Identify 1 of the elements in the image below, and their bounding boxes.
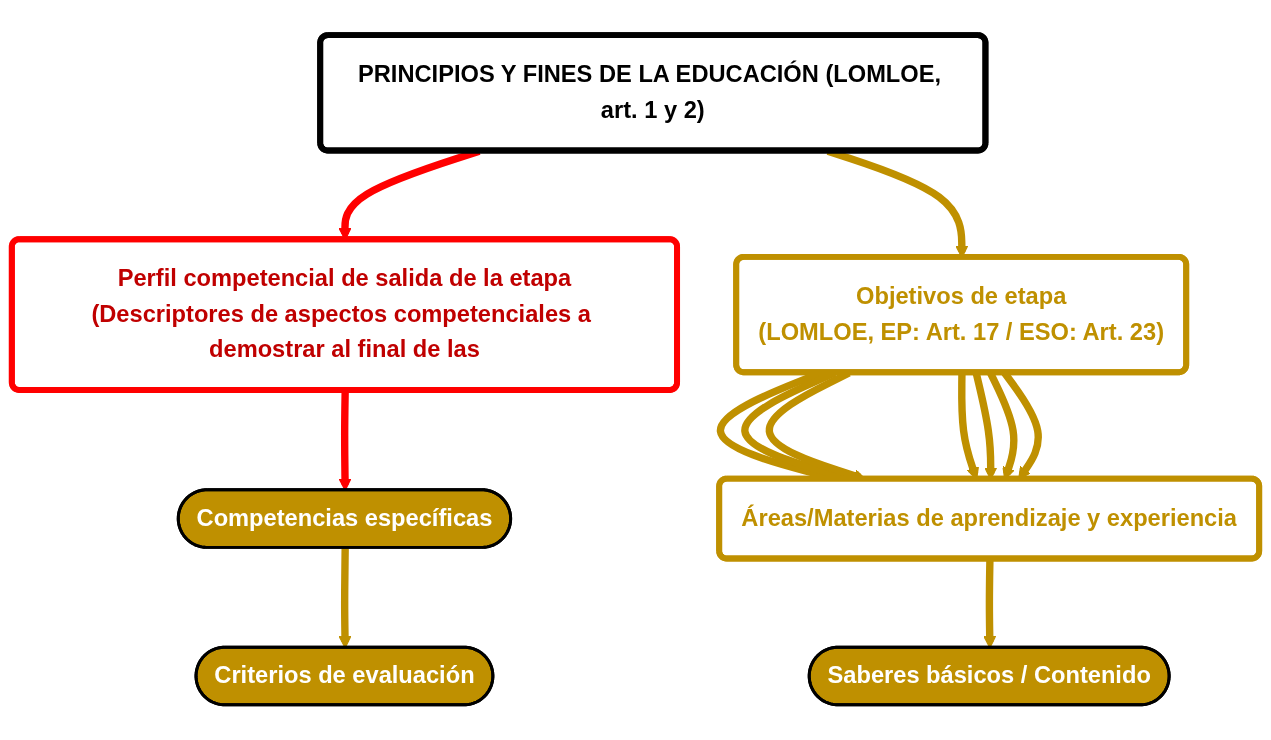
arrow (983, 559, 997, 649)
